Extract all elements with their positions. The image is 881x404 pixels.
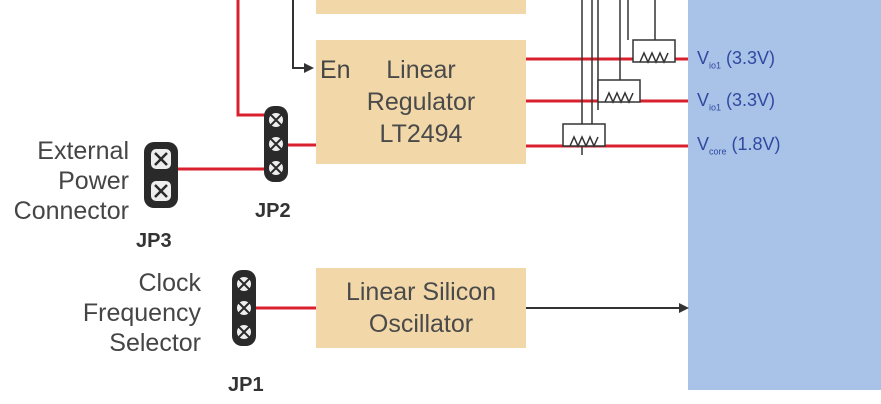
clock-selector-label: Clock Frequency Selector xyxy=(83,268,201,358)
enable-label: En xyxy=(320,56,351,84)
clock-selector-line2: Frequency xyxy=(82,299,201,327)
jp3-label: JP3 xyxy=(136,230,172,252)
top-block-partial xyxy=(316,0,526,14)
jp3-jumper xyxy=(144,142,178,208)
enable-line xyxy=(292,0,305,69)
resistor-3 xyxy=(562,123,606,148)
external-power-line3: Connector xyxy=(13,197,129,225)
fpga-block xyxy=(688,0,881,390)
external-power-line1: External xyxy=(37,137,129,165)
external-power-line2: Power xyxy=(58,167,129,195)
jp1-label: JP1 xyxy=(228,374,264,396)
linear-regulator-block: Linear Regulator LT2494 xyxy=(316,40,526,164)
oscillator-line1: Linear Silicon xyxy=(345,278,497,306)
clock-selector-line3: Selector xyxy=(109,329,201,357)
oscillator-block: Linear Silicon Oscillator xyxy=(316,268,526,348)
clock-arrow xyxy=(679,303,689,313)
jp2-jumper xyxy=(264,106,288,182)
external-power-label: External Power Connector xyxy=(14,136,129,226)
vcore-label: Vcore (1.8V) xyxy=(697,134,781,157)
vio1-label-2: Vio1 (3.3V) xyxy=(697,90,776,113)
jp2-label: JP2 xyxy=(255,200,291,222)
regulator-line3: LT2494 xyxy=(379,120,463,148)
enable-arrow xyxy=(304,63,314,73)
resistor-2 xyxy=(597,79,641,104)
oscillator-line2: Oscillator xyxy=(368,310,474,338)
regulator-line1: Linear xyxy=(386,56,456,84)
vio1-label-1: Vio1 (3.3V) xyxy=(697,48,776,71)
jp1-jumper xyxy=(232,270,256,346)
regulator-line2: Regulator xyxy=(366,88,476,116)
resistor-1 xyxy=(632,39,676,64)
power-wire-jp2 xyxy=(236,0,270,117)
clock-selector-line1: Clock xyxy=(138,269,201,297)
